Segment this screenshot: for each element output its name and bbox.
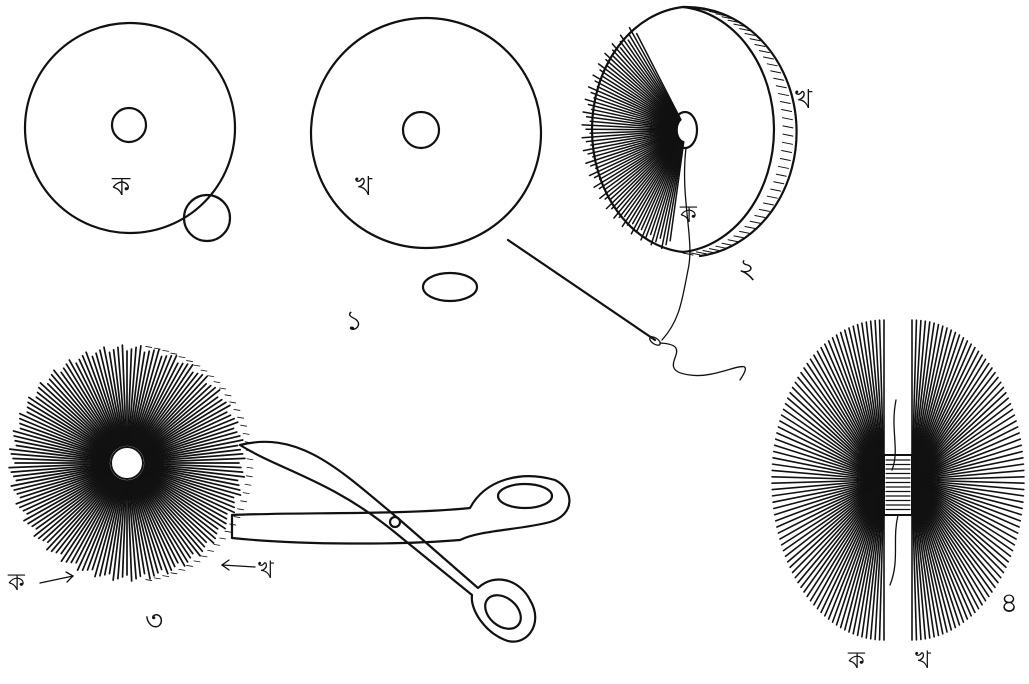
disc-kha-icon <box>311 18 541 301</box>
step-4-figure: ক খ ৪ <box>772 320 1024 674</box>
step-number-2: ২ <box>738 252 756 285</box>
step-number-1: ১ <box>345 304 363 337</box>
disc-ka-label-2: ক <box>679 200 698 228</box>
wound-yarn-icon <box>582 28 684 249</box>
disc-ka-icon <box>25 23 235 241</box>
disc-ka-label-4: ক <box>847 646 866 674</box>
disc-kha-label-2: খ <box>795 85 813 115</box>
disc-rim-icon <box>683 7 797 256</box>
scissors-icon <box>232 442 569 642</box>
disc-kha-label-4: খ <box>915 646 932 674</box>
step-number-3: ৩ <box>145 604 163 637</box>
disc-kha-label-3: খ <box>258 556 275 584</box>
needle-icon <box>508 240 745 380</box>
step-1-figure: ক খ ১ <box>25 18 541 337</box>
step-number-4: ৪ <box>1000 586 1018 619</box>
step-2-figure: ক খ ২ <box>508 7 813 380</box>
disc-kha-label: খ <box>355 172 373 202</box>
disc-ka-label-3: ক <box>7 568 26 596</box>
disc-ka-label: ক <box>111 172 131 202</box>
step-3-figure: ক খ ৩ <box>7 345 569 642</box>
full-wound-disc-icon <box>9 345 253 581</box>
